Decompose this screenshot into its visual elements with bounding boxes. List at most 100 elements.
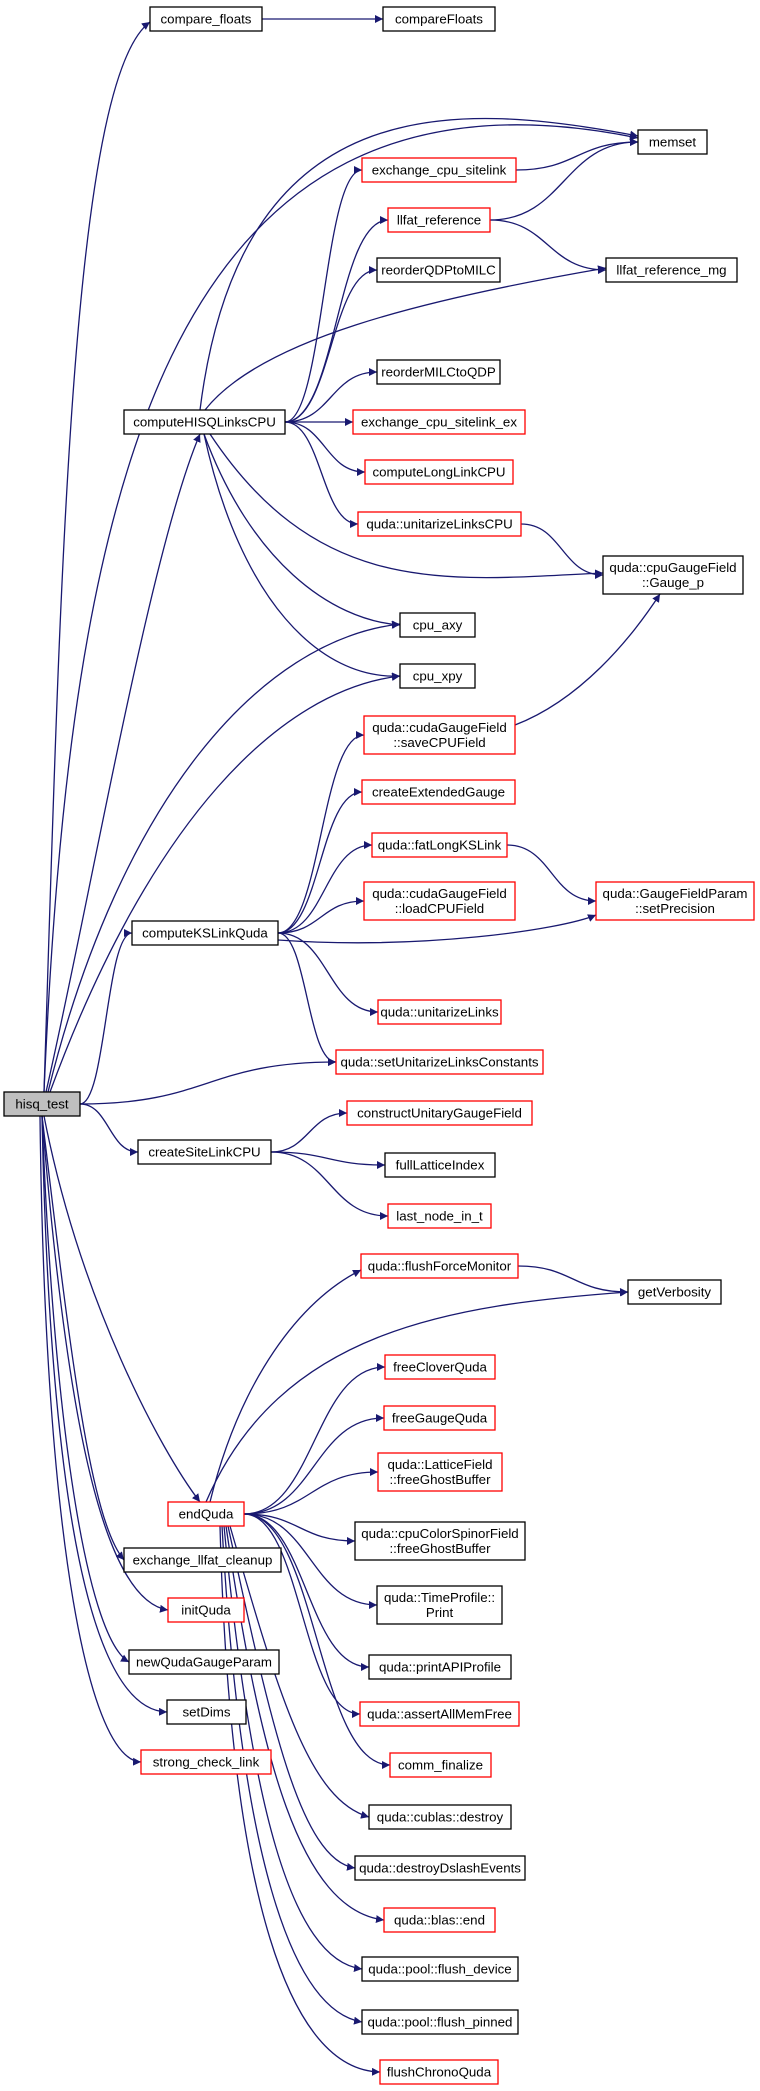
node-box [637,129,708,155]
node-label: quda::cudaGaugeField [372,886,507,901]
node-cpu_xpy[interactable]: cpu_xpy [399,663,476,689]
node-box [361,2009,519,2035]
edge-unitarizeLinksCPU-to-cpuGauge_p [520,523,604,579]
node-label: last_node_in_t [396,1209,483,1224]
node-reorderQDPtoMILC[interactable]: reorderQDPtoMILC [376,257,501,283]
node-llfat_reference_mg[interactable]: llfat_reference_mg [605,257,738,283]
node-createExtendedGauge[interactable]: createExtendedGauge [361,779,516,805]
node-newQudaGaugeParam[interactable]: newQudaGaugeParam [128,1649,280,1675]
node-label: quda::blas::end [394,1913,485,1928]
edge-endQuda-to-freeGaugeQuda [243,1414,385,1515]
node-exchange_cpu_sitelink_ex[interactable]: exchange_cpu_sitelink_ex [352,409,526,435]
node-freeGaugeQuda[interactable]: freeGaugeQuda [383,1405,496,1431]
node-destroyDslashEvents[interactable]: quda::destroyDslashEvents [354,1855,526,1881]
node-createSiteLinkCPU[interactable]: createSiteLinkCPU [137,1139,272,1165]
node-fullLatticeIndex[interactable]: fullLatticeIndex [384,1152,496,1178]
node-label: flushChronoQuda [387,2065,492,2080]
node-cpuGauge_p[interactable]: quda::cpuGaugeField::Gauge_p [602,555,744,595]
node-box [399,612,476,638]
node-label: ::loadCPUField [395,901,484,916]
node-label: ::freeGhostBuffer [389,1541,491,1556]
node-box [166,1699,247,1725]
node-printAPIProfile[interactable]: quda::printAPIProfile [368,1654,512,1680]
edge-computeKSLinkQuda-to-loadCPUField [277,897,365,934]
edge-computeKSLinkQuda-to-setPrecision [277,914,597,944]
edge-fatLongKSLink-to-setPrecision [506,844,597,905]
node-label: setDims [182,1705,230,1720]
node-setDims[interactable]: setDims [166,1699,247,1725]
node-computeKSLinkQuda[interactable]: computeKSLinkQuda [131,920,279,946]
node-label: cpu_xpy [413,669,463,684]
edge-computeHISQLinksCPU-to-computeLongLinkCPU [284,421,366,476]
node-unitarizeLinksCPU[interactable]: quda::unitarizeLinksCPU [357,511,522,537]
node-flushDevice[interactable]: quda::pool::flush_device [361,1956,519,1982]
node-comm_finalize[interactable]: comm_finalize [389,1752,492,1778]
node-loadCPUField[interactable]: quda::cudaGaugeField::loadCPUField [363,881,516,921]
node-unitarizeLinks[interactable]: quda::unitarizeLinks [377,999,502,1025]
edge-flushForceMonitor-to-getVerbosity [517,1265,629,1296]
node-computeHISQLinksCPU[interactable]: computeHISQLinksCPU [123,409,286,435]
node-label: exchange_llfat_cleanup [133,1553,273,1568]
node-flushChronoQuda[interactable]: flushChronoQuda [379,2059,499,2085]
node-llfat_reference[interactable]: llfat_reference [387,207,491,233]
node-getVerbosity[interactable]: getVerbosity [627,1279,722,1305]
node-box [335,1049,544,1075]
node-memset[interactable]: memset [637,129,708,155]
node-box [363,715,516,755]
edge-computeHISQLinksCPU-to-reorderMILCtoQDP [284,368,378,423]
node-box [384,1152,496,1178]
node-strong_check_link[interactable]: strong_check_link [140,1749,272,1775]
edge-hisq_test-to-setDims [41,1115,168,1716]
node-box [167,1501,245,1527]
node-setUnitarizeLinksConstants[interactable]: quda::setUnitarizeLinksConstants [335,1049,544,1075]
node-box [361,157,517,183]
node-label: fullLatticeIndex [396,1158,485,1173]
node-box [399,663,476,689]
node-cublasDestroy[interactable]: quda::cublas::destroy [368,1804,512,1830]
node-label: exchange_cpu_sitelink_ex [361,415,517,430]
node-endQuda[interactable]: endQuda [167,1501,245,1527]
edge-computeHISQLinksCPU-to-memset [199,117,639,411]
node-flushPinned[interactable]: quda::pool::flush_pinned [361,2009,519,2035]
node-label: quda::flushForceMonitor [368,1259,512,1274]
node-label: computeHISQLinksCPU [133,415,276,430]
node-last_node_in_t[interactable]: last_node_in_t [387,1203,492,1229]
node-cpu_axy[interactable]: cpu_axy [399,612,476,638]
edge-endQuda-to-cs_freeGhostBuffer [243,1513,356,1545]
node-label: initQuda [181,1603,231,1618]
edge-endQuda-to-destroyDslashEvents [227,1525,356,1871]
node-box [361,1956,519,1982]
node-TimeProfilePrint[interactable]: quda::TimeProfile::Print [376,1585,503,1625]
node-box [123,409,286,435]
node-computeLongLinkCPU[interactable]: computeLongLinkCPU [364,459,514,485]
node-box [3,1091,81,1117]
node-setPrecision[interactable]: quda::GaugeFieldParam::setPrecision [595,881,755,921]
node-fatLongKSLink[interactable]: quda::fatLongKSLink [371,832,508,858]
node-label: quda::TimeProfile:: [384,1590,495,1605]
node-exchange_llfat_cleanup[interactable]: exchange_llfat_cleanup [123,1547,282,1573]
node-flushForceMonitor[interactable]: quda::flushForceMonitor [360,1253,519,1279]
node-exchange_cpu_sitelink[interactable]: exchange_cpu_sitelink [361,157,517,183]
node-initQuda[interactable]: initQuda [167,1597,245,1623]
node-compare_floats[interactable]: compare_floats [149,6,263,32]
edge-createSiteLinkCPU-to-fullLatticeIndex [270,1151,386,1169]
node-label: createExtendedGauge [372,785,505,800]
node-reorderMILCtoQDP[interactable]: reorderMILCtoQDP [376,359,501,385]
node-compareFloats[interactable]: compareFloats [382,6,496,32]
node-freeCloverQuda[interactable]: freeCloverQuda [384,1354,496,1380]
node-box [383,1907,496,1933]
node-constructUnitaryGaugeField[interactable]: constructUnitaryGaugeField [346,1100,533,1126]
node-blasEnd[interactable]: quda::blas::end [383,1907,496,1933]
edge-computeHISQLinksCPU-to-cpu_axy [203,433,401,629]
edge-computeHISQLinksCPU-to-unitarizeLinksCPU [284,421,359,528]
node-box [167,1597,245,1623]
node-lf_freeGhostBuffer[interactable]: quda::LatticeField::freeGhostBuffer [377,1452,503,1492]
node-saveCPUField[interactable]: quda::cudaGaugeField::saveCPUField [363,715,516,755]
edge-computeKSLinkQuda-to-unitarizeLinks [277,932,379,1016]
node-label: quda::unitarizeLinks [380,1005,499,1020]
node-box [384,1354,496,1380]
node-cs_freeGhostBuffer[interactable]: quda::cpuColorSpinorField::freeGhostBuff… [354,1521,526,1561]
node-assertAllMemFree[interactable]: quda::assertAllMemFree [359,1701,520,1727]
node-hisq_test[interactable]: hisq_test [3,1091,81,1117]
edge-createSiteLinkCPU-to-constructUnitaryGaugeField [270,1109,348,1153]
